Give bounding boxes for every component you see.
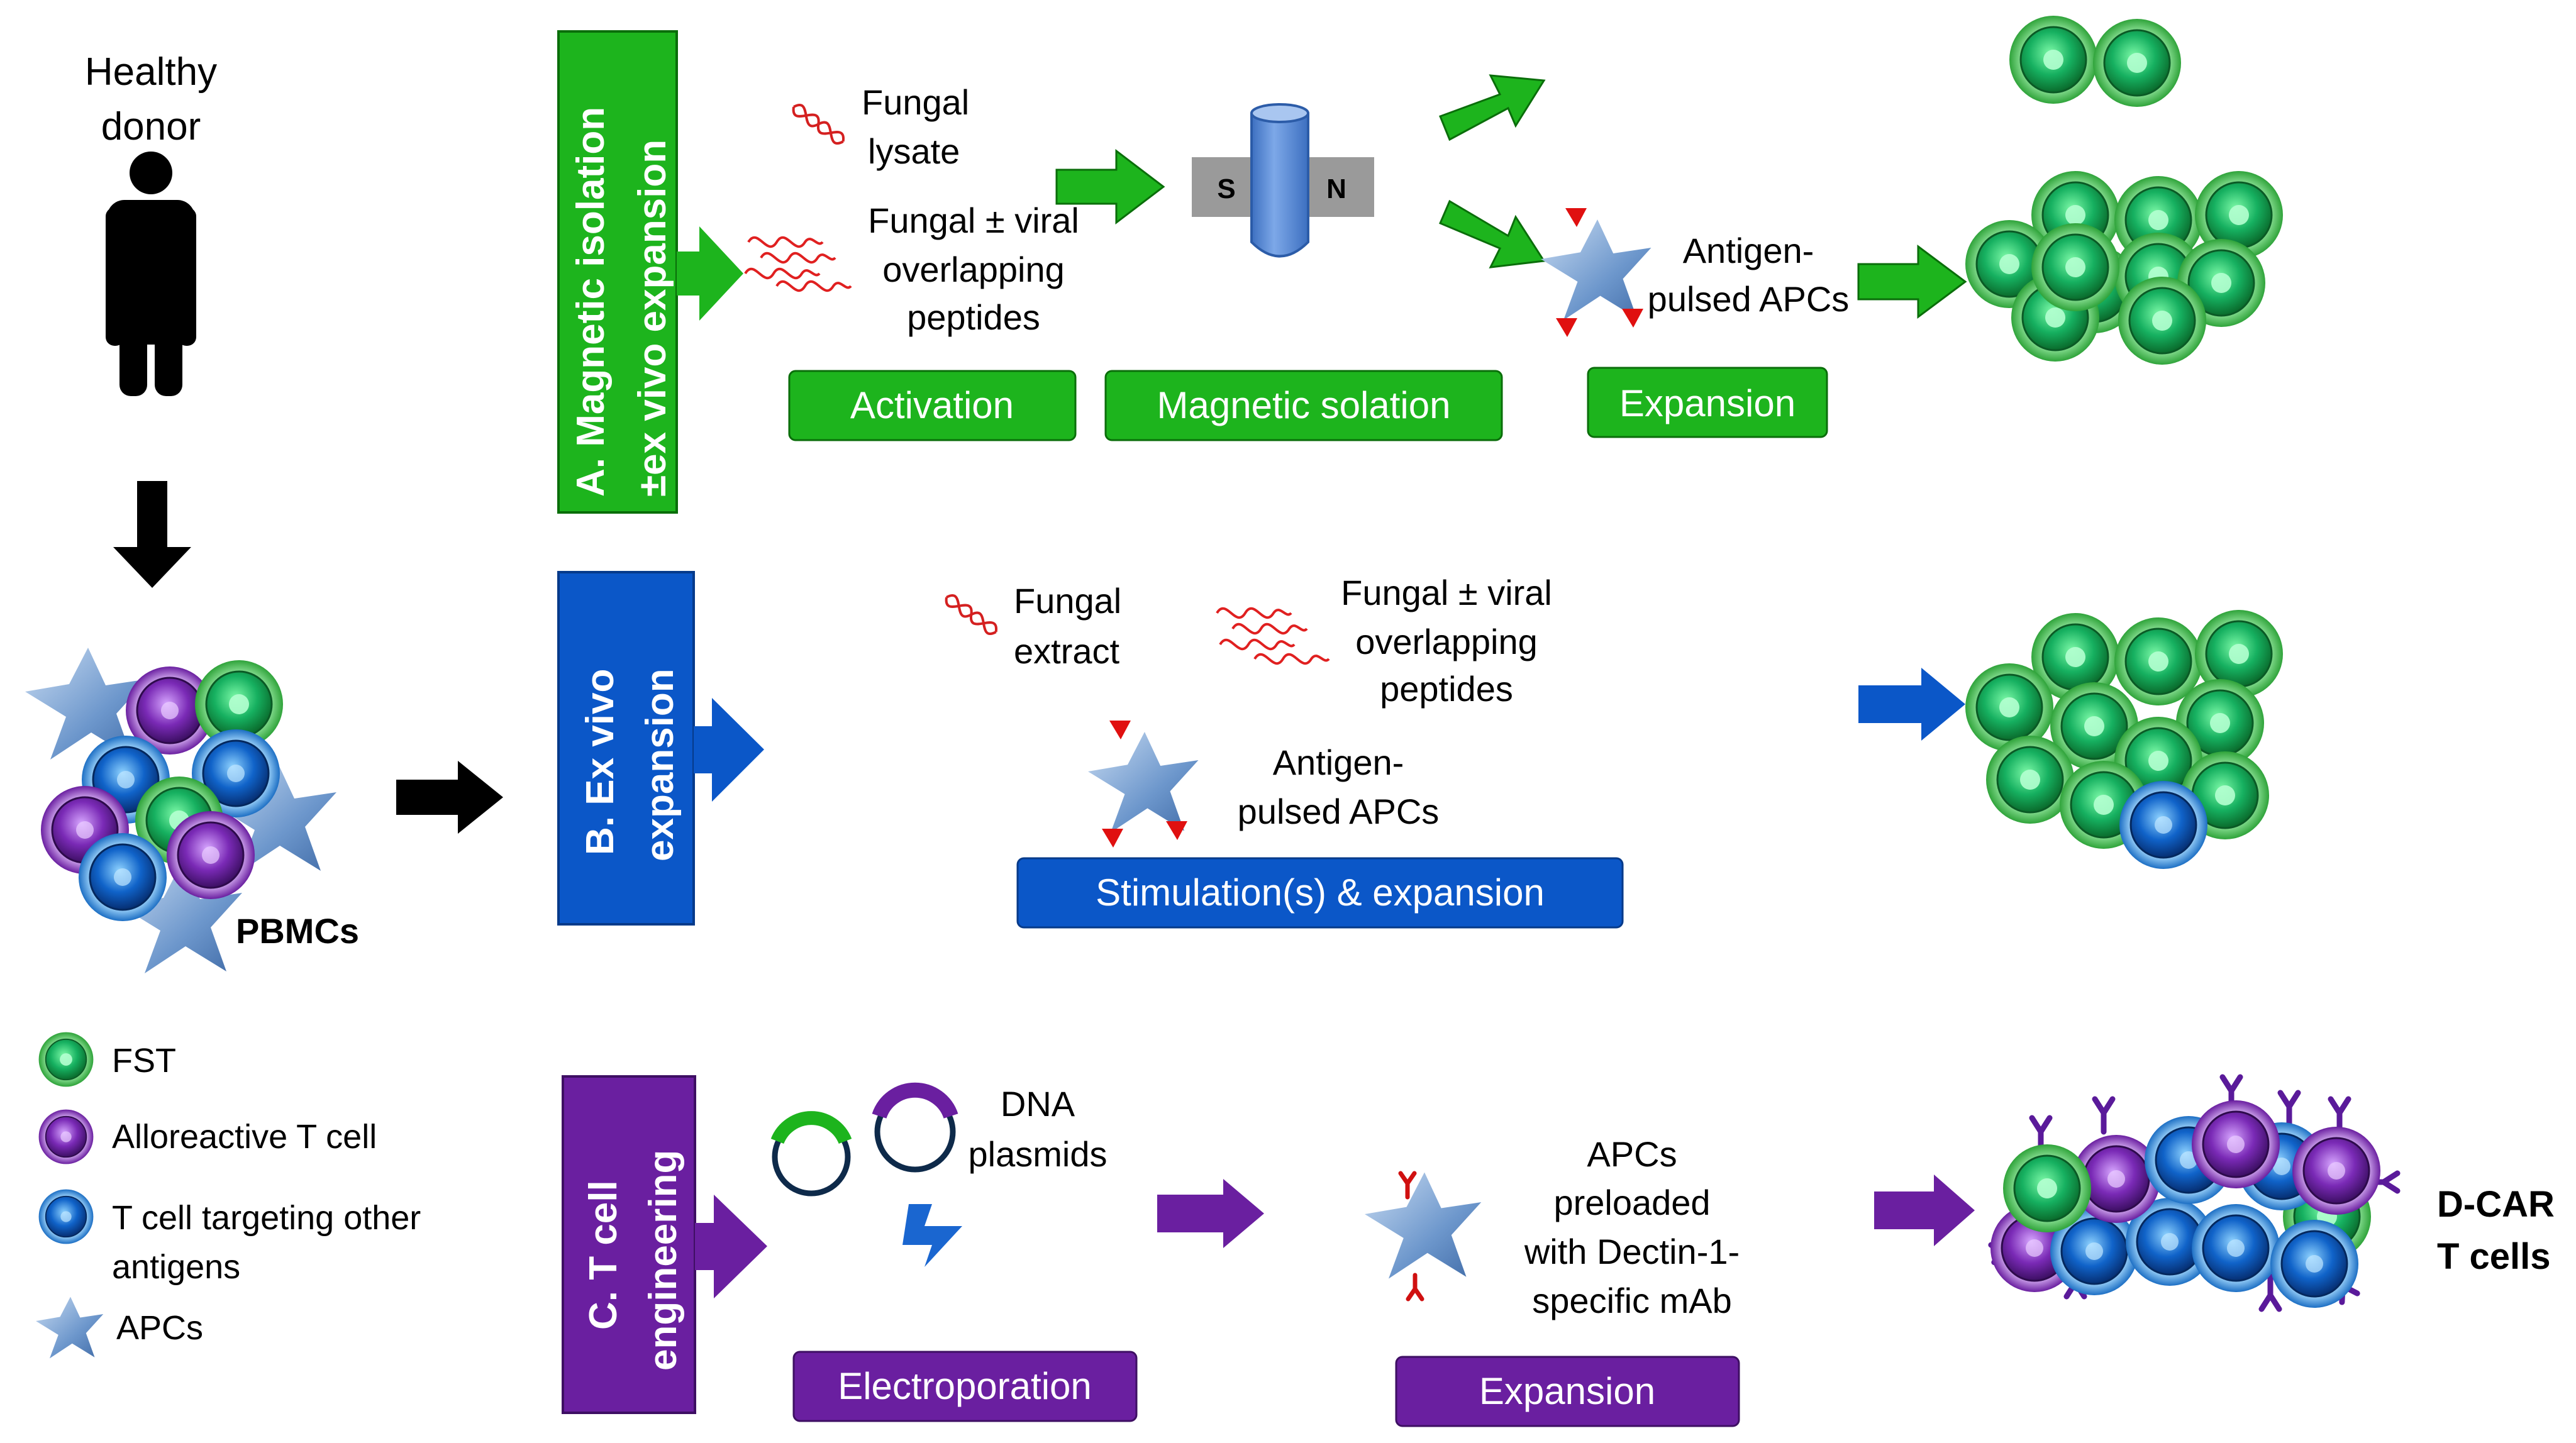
panel-a-arrow-up-icon	[1439, 74, 1546, 141]
dcar-cluster	[1990, 1077, 2397, 1309]
fungal-extract-icon	[943, 592, 999, 636]
panel-b-extract-2: extract	[1014, 631, 1119, 671]
panel-a-arrow-1-icon	[1055, 148, 1165, 225]
preloaded-apc-icon	[1365, 1173, 1482, 1300]
fst-output-top	[2008, 14, 2182, 108]
panel-a-title-line2: ±ex vivo expansion	[631, 140, 674, 497]
panel-a-arrow-2-icon	[1857, 245, 1967, 319]
panel-b-peptides-3: peptides	[1380, 669, 1513, 709]
step-expansion-a	[1587, 367, 1828, 438]
panel-c-arrow-icon	[695, 1195, 767, 1298]
panel-b-extract-1: Fungal	[1014, 581, 1121, 621]
panel-c: C. T cell engineering DNA plasmids APCs …	[562, 1076, 2555, 1427]
dcar-label-line2: T cells	[2437, 1236, 2551, 1277]
legend-apc-icon	[36, 1296, 104, 1359]
down-arrow-icon	[113, 481, 191, 588]
panel-a-lysate-1: Fungal	[862, 82, 969, 122]
panel-a-apc-2: pulsed APCs	[1648, 279, 1850, 319]
panel-a-arrow-icon	[677, 226, 743, 321]
legend-allo: Alloreactive T cell	[112, 1118, 377, 1156]
fst-output-a	[1964, 170, 2284, 366]
panel-b-apc-1: Antigen-	[1273, 743, 1404, 782]
step-expansion-c	[1395, 1356, 1740, 1427]
panel-b-title-line2: expansion	[638, 668, 682, 861]
legend: FST Alloreactive T cell T cell targeting…	[36, 1031, 421, 1359]
panel-c-arrow-1-icon	[1157, 1179, 1264, 1248]
panel-a-peptides-2: overlapping	[882, 250, 1065, 289]
pbmc-label: PBMCs	[236, 911, 359, 951]
panel-c-arrow-2-icon	[1874, 1175, 1975, 1246]
panel-c-apc-1: APCs	[1587, 1134, 1677, 1174]
magnet-s: S	[1217, 174, 1235, 204]
panel-a-apc-1: Antigen-	[1683, 231, 1814, 270]
dna-plasmid-purple-icon	[872, 1082, 958, 1173]
dna-plasmid-green-icon	[770, 1111, 852, 1197]
panel-b-arrow-2-icon	[1858, 668, 1965, 741]
panel-b-peptides-2: overlapping	[1355, 622, 1538, 661]
legend-apc: APCs	[116, 1309, 203, 1347]
legend-fst: FST	[112, 1042, 176, 1080]
fst-output-b	[1964, 609, 2284, 870]
step-activation-label: Activation	[850, 384, 1014, 426]
legend-allo-icon	[38, 1109, 94, 1165]
legend-fst-icon	[38, 1031, 94, 1088]
panel-b-arrow-icon	[694, 698, 764, 802]
peptides-icon	[744, 236, 852, 292]
donor-label-line1: Healthy	[85, 50, 217, 94]
step-stimulation-label: Stimulation(s) & expansion	[1096, 871, 1545, 914]
panel-a-peptides-1: Fungal ± viral	[868, 201, 1079, 240]
magnet-n: N	[1326, 174, 1346, 204]
right-arrow-black-icon	[396, 761, 503, 834]
magnet-icon	[1192, 103, 1374, 258]
panel-a-title-line1: A. Magnetic isolation	[569, 107, 613, 497]
panel-b-peptides-1: Fungal ± viral	[1341, 573, 1552, 612]
panel-a-lysate-2: lysate	[868, 131, 960, 171]
dcar-label-line1: D-CAR	[2437, 1184, 2555, 1225]
step-stimulation	[1016, 857, 1624, 929]
step-electroporation	[792, 1351, 1138, 1422]
panel-c-apc-4: specific mAb	[1532, 1281, 1731, 1320]
legend-other-icon	[38, 1188, 94, 1245]
panel-c-title-line2: engineering	[641, 1150, 685, 1371]
panel-c-title-line1: C. T cell	[582, 1180, 625, 1330]
panel-a-peptides-3: peptides	[907, 297, 1040, 337]
panel-c-apc-2: preloaded	[1553, 1183, 1710, 1222]
panel-a: A. Magnetic isolation ±ex vivo expansion…	[557, 14, 2284, 514]
panel-b: B. Ex vivo expansion Fungal extract Fung…	[557, 571, 2284, 929]
step-expansion-a-label: Expansion	[1619, 382, 1796, 424]
panel-c-dna-2: plasmids	[969, 1134, 1108, 1174]
antigen-pulsed-apc-b	[1088, 721, 1199, 848]
person-icon	[106, 152, 196, 396]
lightning-icon	[902, 1204, 962, 1267]
panel-c-dna-1: DNA	[1001, 1084, 1075, 1124]
step-magnetic-isolation	[1104, 370, 1503, 441]
fungal-lysate-icon	[791, 102, 847, 146]
step-activation	[788, 370, 1077, 441]
legend-other-line1: T cell targeting other	[112, 1199, 421, 1237]
step-expansion-c-label: Expansion	[1479, 1370, 1655, 1412]
panel-b-title-line1: B. Ex vivo	[579, 669, 622, 855]
peptides-b-icon	[1216, 607, 1330, 665]
legend-other-line2: antigens	[112, 1248, 240, 1286]
panel-b-apc-2: pulsed APCs	[1238, 792, 1440, 831]
step-electroporation-label: Electroporation	[838, 1365, 1092, 1407]
donor-label-line2: donor	[101, 105, 201, 148]
panel-a-arrow-down-icon	[1439, 199, 1546, 268]
antigen-pulsed-apc-a	[1541, 208, 1652, 337]
step-isolation-label: Magnetic solation	[1157, 384, 1451, 426]
panel-c-apc-3: with Dectin-1-	[1524, 1232, 1740, 1271]
